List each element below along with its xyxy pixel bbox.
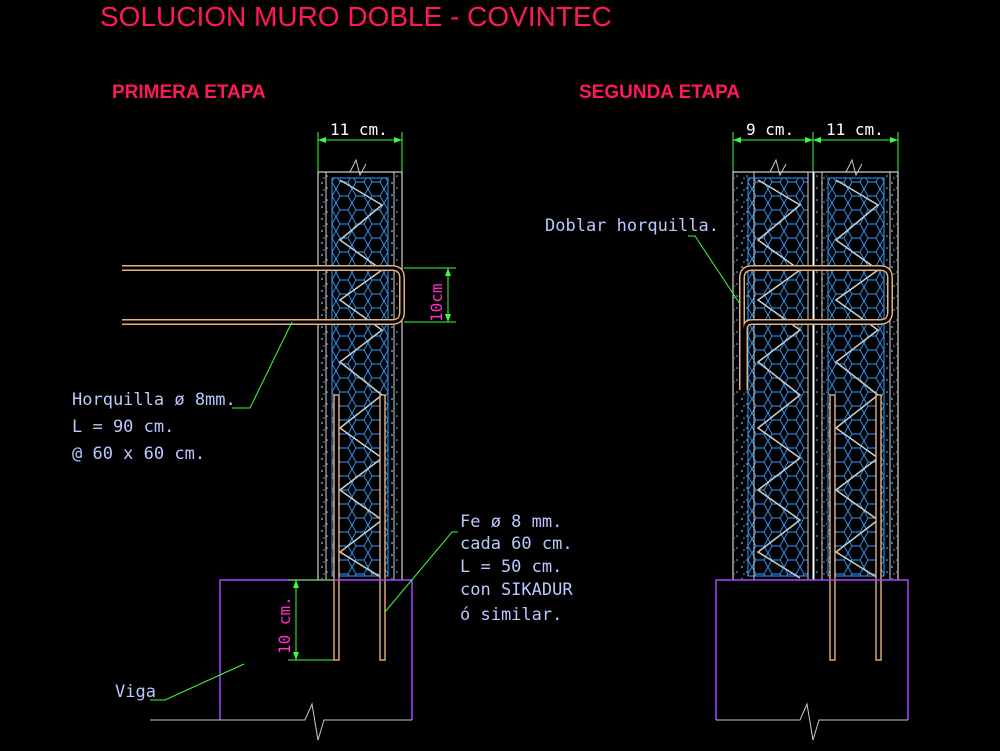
dim-second-width-left-label: 9 cm.: [746, 120, 794, 139]
dim-embed-depth-label: 10 cm.: [275, 596, 294, 654]
hook-bar-first: [122, 265, 405, 325]
hook-bar-second: [739, 265, 893, 390]
wall-panel-first: [317, 158, 403, 581]
note-fe-line-2: cada 60 cm.: [460, 534, 573, 554]
dim-second-width-right-label: 11 cm.: [826, 120, 884, 139]
leader-horquilla: [232, 321, 293, 409]
note-doblar: Doblar horquilla.: [545, 216, 741, 305]
note-fe: Fe ø 8 mm. cada 60 cm. L = 50 cm. con SI…: [384, 512, 573, 625]
note-horquilla-line-3: @ 60 x 60 cm.: [72, 444, 205, 464]
leader-doblar: [688, 235, 741, 305]
note-fe-line-3: L = 50 cm.: [460, 557, 562, 577]
dim-first-width: 11 cm.: [317, 120, 403, 172]
beam-second: [715, 579, 909, 741]
note-fe-line-5: ó similar.: [460, 605, 562, 625]
stage-label-second: SEGUNDA ETAPA: [579, 82, 740, 103]
drawing-title: SOLUCION MURO DOBLE - COVINTEC: [100, 1, 612, 32]
note-fe-line-4: con SIKADUR: [460, 580, 573, 600]
wall-panel-second-left: [732, 158, 814, 581]
wall-panel-second-right: [813, 158, 899, 581]
dim-embed-depth: 10 cm.: [275, 579, 334, 661]
stage-label-first: PRIMERA ETAPA: [112, 82, 266, 103]
note-viga: Viga: [115, 663, 245, 702]
leader-viga: [150, 663, 245, 701]
leader-fe: [384, 531, 458, 613]
note-horquilla: Horquilla ø 8mm. L = 90 cm. @ 60 x 60 cm…: [72, 321, 293, 464]
note-horquilla-line-1: Horquilla ø 8mm.: [72, 390, 236, 410]
dim-hook-spacing-label: 10cm: [427, 283, 446, 322]
dim-second-width: 9 cm. 11 cm.: [732, 120, 899, 172]
note-horquilla-line-2: L = 90 cm.: [72, 417, 174, 437]
starter-bars-first: [333, 394, 386, 661]
note-fe-line-1: Fe ø 8 mm.: [460, 512, 562, 532]
starter-bars-second: [829, 394, 882, 661]
dim-hook-spacing: 10cm: [404, 267, 456, 323]
note-doblar-label: Doblar horquilla.: [545, 216, 719, 236]
truss-zigzag: [338, 179, 384, 579]
dim-first-width-label: 11 cm.: [330, 120, 388, 139]
note-viga-label: Viga: [115, 682, 156, 702]
